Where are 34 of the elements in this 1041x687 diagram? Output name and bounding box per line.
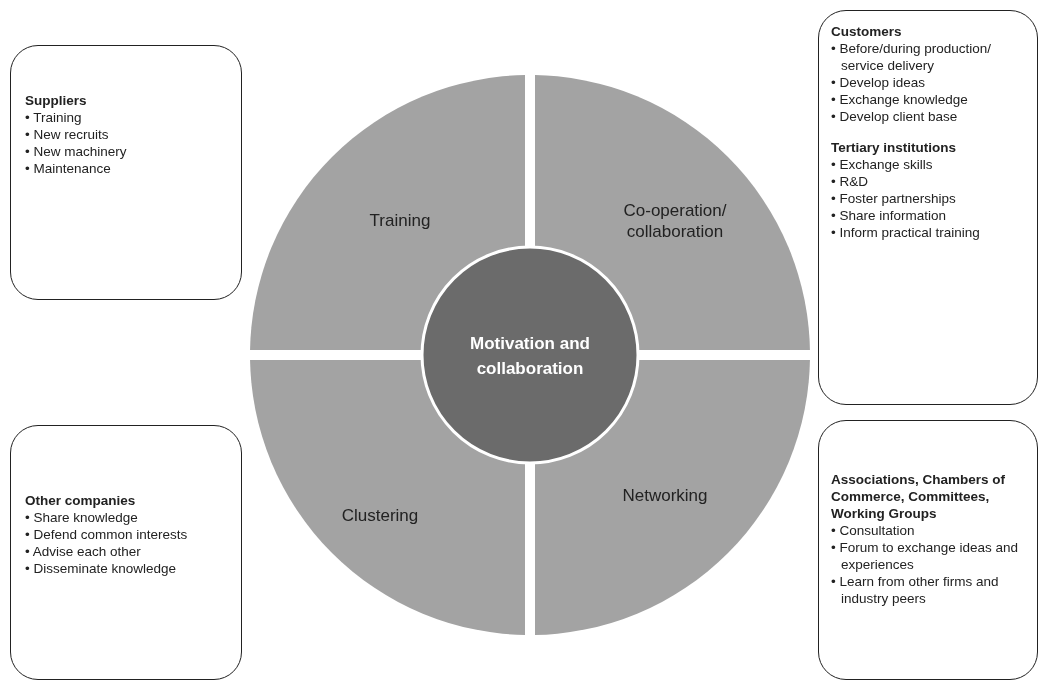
bullet-item: • Disseminate knowledge: [25, 560, 178, 577]
bullet-item: • Before/during production/ service delivery: [831, 40, 993, 74]
bullet-item: • Advise each other: [25, 543, 142, 560]
bullet-item: • Share knowledge: [25, 509, 139, 526]
stakeholder-box: [818, 10, 1038, 405]
bullet-item: • Develop ideas: [831, 74, 927, 91]
bullet-item: • Foster partnerships: [831, 190, 957, 207]
bullet-item: • Inform practical training: [831, 224, 981, 241]
bullet-item: • Maintenance: [25, 160, 112, 177]
bullet-item: • R&D: [831, 173, 869, 190]
stakeholder-box: [10, 425, 242, 680]
segment-label: Networking: [621, 485, 709, 506]
segment-label: Co-operation/ collaboration: [622, 200, 728, 242]
bullet-item: • Training: [25, 109, 83, 126]
group-heading: Other companies: [25, 492, 137, 509]
group-heading: Associations, Chambers of Commerce, Committees, Working Groups: [831, 471, 1007, 522]
group-heading: Suppliers: [25, 92, 88, 109]
stakeholder-box: [818, 420, 1038, 680]
bullet-item: • Share information: [831, 207, 948, 224]
bullet-item: • Learn from other firms and industry peers: [831, 573, 1000, 607]
center-label: Motivation and collaboration: [469, 333, 591, 380]
bullet-item: • Exchange knowledge: [831, 91, 969, 108]
segment-label: Training: [368, 210, 432, 231]
bullet-item: • Consultation: [831, 522, 916, 539]
segment-label: Clustering: [340, 505, 420, 526]
group-heading: Customers: [831, 23, 903, 40]
bullet-item: • New machinery: [25, 143, 128, 160]
stakeholder-box: [10, 45, 242, 300]
bullet-item: • New recruits: [25, 126, 110, 143]
bullet-item: • Exchange skills: [831, 156, 934, 173]
bullet-item: • Defend common interests: [25, 526, 189, 543]
group-heading: Tertiary institutions: [831, 139, 957, 156]
bullet-item: • Forum to exchange ideas and experiences: [831, 539, 1020, 573]
bullet-item: • Develop client base: [831, 108, 959, 125]
